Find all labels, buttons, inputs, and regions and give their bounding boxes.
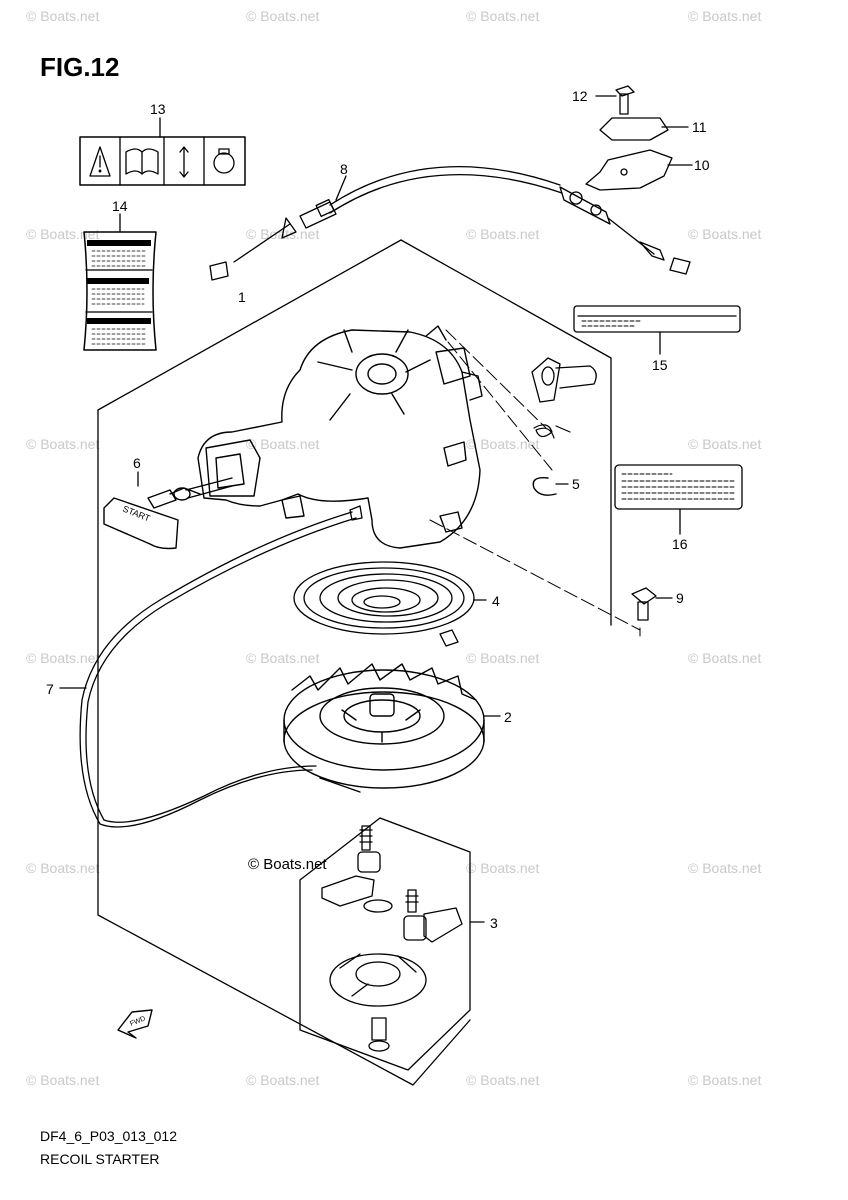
assembly-frame xyxy=(97,239,471,1086)
starter-lock-arm xyxy=(531,357,597,403)
watermark: © Boats.net xyxy=(246,8,320,24)
center-copyright-mark: © Boats.net xyxy=(248,856,327,873)
fwd-arrow-icon xyxy=(117,1009,153,1039)
caution-label-sheet xyxy=(83,231,157,351)
retaining-clip-5 xyxy=(532,477,557,496)
diagram-name: RECOIL STARTER xyxy=(40,1151,160,1167)
watermark: © Boats.net xyxy=(466,650,540,666)
watermark: © Boats.net xyxy=(688,436,762,452)
watermark: © Boats.net xyxy=(688,1072,762,1088)
callout-9: 9 xyxy=(676,590,684,606)
watermark: © Boats.net xyxy=(688,860,762,876)
callout-14: 14 xyxy=(112,198,128,214)
watermark: © Boats.net xyxy=(688,8,762,24)
cable-bracket-10 xyxy=(585,149,673,191)
watermark: © Boats.net xyxy=(688,226,762,242)
callout-15: 15 xyxy=(652,357,668,373)
figure-title: FIG.12 xyxy=(40,52,120,82)
ratchet-parts-3 xyxy=(321,825,463,1052)
watermark: © Boats.net xyxy=(466,1072,540,1088)
bolt-12 xyxy=(615,85,635,115)
diagram-code: DF4_6_P03_013_012 xyxy=(40,1128,178,1144)
assembly-frame xyxy=(400,239,612,626)
watermark: © Boats.net xyxy=(688,650,762,666)
callout-10: 10 xyxy=(694,157,710,173)
recoil-rope-7 xyxy=(79,505,363,828)
watermark: © Boats.net xyxy=(466,436,540,452)
callout-13: 13 xyxy=(150,101,166,117)
watermark: © Boats.net xyxy=(26,8,100,24)
watermark: © Boats.net xyxy=(246,650,320,666)
lock-spring xyxy=(533,424,571,439)
warning-pictogram-label xyxy=(79,136,246,186)
watermark: © Boats.net xyxy=(466,860,540,876)
callout-3: 3 xyxy=(490,915,498,931)
cable-clamp-11 xyxy=(599,117,669,141)
callout-16: 16 xyxy=(672,536,688,552)
callout-5: 5 xyxy=(572,476,580,492)
recoil-spring-4 xyxy=(293,561,475,647)
starter-lock-cable-8 xyxy=(209,166,691,281)
ratchet-kit-frame-3 xyxy=(299,817,471,1071)
bolt-9 xyxy=(631,587,657,621)
watermark: © Boats.net xyxy=(246,1072,320,1088)
watermark: © Boats.net xyxy=(26,436,100,452)
starter-handle-6 xyxy=(103,477,233,550)
recoil-starter-housing-1 xyxy=(197,325,483,549)
blank-label-16 xyxy=(614,464,743,510)
watermark: © Boats.net xyxy=(246,436,320,452)
starter-reel-2 xyxy=(283,663,485,793)
handle-start-text: START xyxy=(121,504,152,524)
watermark: © Boats.net xyxy=(26,1072,100,1088)
choke-knob-icon xyxy=(213,152,235,174)
callout-2: 2 xyxy=(504,709,512,725)
watermark: © Boats.net xyxy=(466,8,540,24)
blank-label-15 xyxy=(573,305,741,333)
watermark: © Boats.net xyxy=(466,226,540,242)
callout-8: 8 xyxy=(340,161,348,177)
fwd-text: FWD xyxy=(129,1015,146,1027)
watermark: © Boats.net xyxy=(26,860,100,876)
callout-4: 4 xyxy=(492,593,500,609)
callout-1: 1 xyxy=(238,289,246,305)
callout-12: 12 xyxy=(572,88,588,104)
watermark: © Boats.net xyxy=(26,650,100,666)
callout-6: 6 xyxy=(133,455,141,471)
callout-11: 11 xyxy=(692,119,707,135)
callout-7: 7 xyxy=(46,681,54,697)
warning-triangle-icon xyxy=(89,146,111,177)
manual-book-icon xyxy=(125,148,159,175)
watermark: © Boats.net xyxy=(26,226,100,242)
